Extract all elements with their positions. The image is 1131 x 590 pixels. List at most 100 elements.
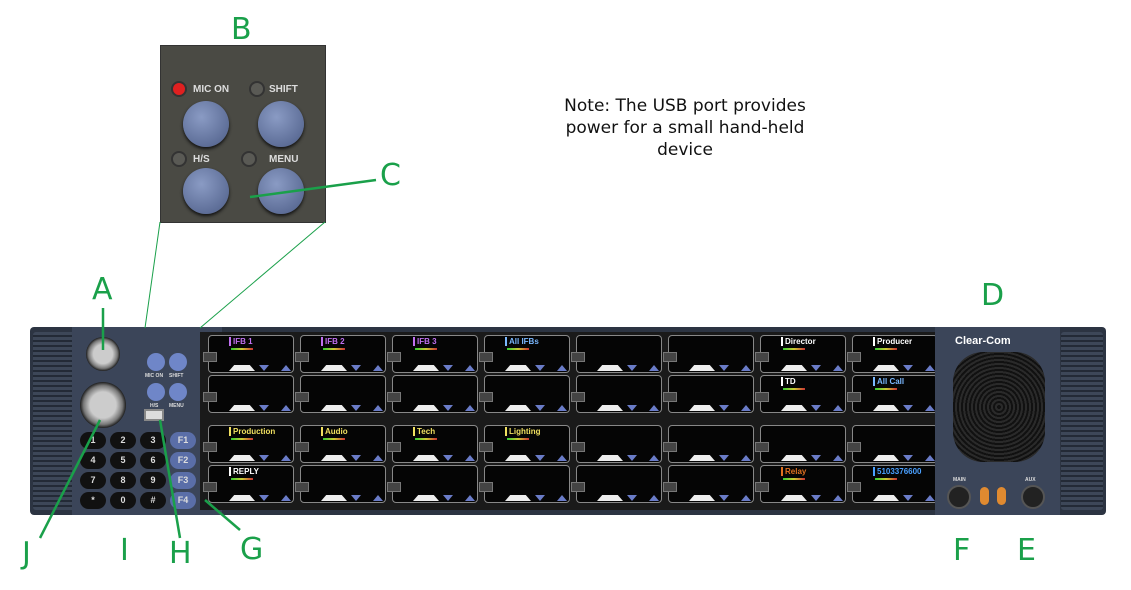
keypad-key[interactable]: F4 <box>170 492 196 509</box>
volume-down-icon <box>259 495 269 501</box>
keypad-key[interactable]: F3 <box>170 472 196 489</box>
key-lever[interactable] <box>203 352 217 362</box>
line-h <box>158 419 182 539</box>
key-lever[interactable] <box>571 392 585 402</box>
key-lever[interactable] <box>295 352 309 362</box>
talk-key[interactable] <box>663 425 754 463</box>
talk-key[interactable] <box>479 465 570 503</box>
talk-key[interactable] <box>387 375 478 413</box>
talk-key[interactable] <box>571 465 662 503</box>
key-lever[interactable] <box>571 482 585 492</box>
key-lever[interactable] <box>479 442 493 452</box>
key-lever[interactable] <box>663 482 677 492</box>
keypad-key[interactable]: 2 <box>110 432 136 449</box>
talk-key[interactable] <box>295 375 386 413</box>
key-lever[interactable] <box>387 442 401 452</box>
shift-button[interactable] <box>169 353 187 371</box>
talk-key[interactable] <box>663 335 754 373</box>
key-lever[interactable] <box>755 482 769 492</box>
key-lever[interactable] <box>663 392 677 402</box>
main-volume-knob[interactable] <box>947 485 971 509</box>
talk-indicator <box>873 365 899 371</box>
key-lever[interactable] <box>663 352 677 362</box>
talk-indicator <box>689 495 715 501</box>
talk-key[interactable]: Lighting <box>479 425 570 463</box>
hs-button[interactable] <box>147 383 165 401</box>
key-lever[interactable] <box>479 482 493 492</box>
keypad-key[interactable]: 4 <box>80 452 106 469</box>
keypad-key[interactable]: 0 <box>110 492 136 509</box>
inset-mic-on-label: MIC ON <box>193 84 230 95</box>
talk-key[interactable] <box>571 335 662 373</box>
key-lever[interactable] <box>203 442 217 452</box>
talk-key[interactable]: IFB 2 <box>295 335 386 373</box>
key-label: 5103376600 <box>873 467 922 476</box>
talk-key[interactable] <box>571 425 662 463</box>
aux-volume-knob[interactable] <box>1021 485 1045 509</box>
talk-key[interactable] <box>663 375 754 413</box>
talk-key[interactable]: Tech <box>387 425 478 463</box>
key-lever[interactable] <box>571 352 585 362</box>
talk-key[interactable] <box>755 425 846 463</box>
menu-button[interactable] <box>169 383 187 401</box>
keypad-key[interactable]: 7 <box>80 472 106 489</box>
talk-key[interactable] <box>479 375 570 413</box>
talk-key[interactable]: All IFBs <box>479 335 570 373</box>
talk-key[interactable]: IFB 3 <box>387 335 478 373</box>
key-lever[interactable] <box>847 352 861 362</box>
keypad-key[interactable]: F1 <box>170 432 196 449</box>
talk-indicator <box>873 405 899 411</box>
talk-key[interactable]: Audio <box>295 425 386 463</box>
key-lever[interactable] <box>295 392 309 402</box>
volume-up-icon <box>465 495 475 501</box>
key-lever[interactable] <box>203 482 217 492</box>
talk-key[interactable] <box>387 465 478 503</box>
key-lever[interactable] <box>755 392 769 402</box>
level-meter <box>231 478 253 480</box>
mic-on-button[interactable] <box>147 353 165 371</box>
key-lever[interactable] <box>387 482 401 492</box>
talk-key[interactable]: TD <box>755 375 846 413</box>
key-lever[interactable] <box>663 442 677 452</box>
talk-key[interactable]: Producer <box>847 335 938 373</box>
talk-indicator <box>229 455 255 461</box>
keypad-key[interactable]: F2 <box>170 452 196 469</box>
key-lever[interactable] <box>847 442 861 452</box>
volume-up-icon <box>373 405 383 411</box>
key-lever[interactable] <box>571 442 585 452</box>
key-lever[interactable] <box>847 482 861 492</box>
talk-key[interactable] <box>203 375 294 413</box>
talk-key[interactable]: Director <box>755 335 846 373</box>
key-lever[interactable] <box>479 392 493 402</box>
keypad-key[interactable]: 8 <box>110 472 136 489</box>
volume-up-icon <box>925 455 935 461</box>
key-lever[interactable] <box>847 392 861 402</box>
key-lever[interactable] <box>387 392 401 402</box>
talk-indicator <box>413 405 439 411</box>
key-lever[interactable] <box>479 352 493 362</box>
talk-key[interactable] <box>571 375 662 413</box>
talk-key[interactable] <box>663 465 754 503</box>
key-lever[interactable] <box>295 442 309 452</box>
keypad-key[interactable]: # <box>140 492 166 509</box>
key-lever[interactable] <box>755 442 769 452</box>
talk-key[interactable]: Production <box>203 425 294 463</box>
keypad-key[interactable]: 9 <box>140 472 166 489</box>
talk-key[interactable]: 5103376600 <box>847 465 938 503</box>
key-lever[interactable] <box>387 352 401 362</box>
keypad-key[interactable]: * <box>80 492 106 509</box>
keypad-key[interactable]: 5 <box>110 452 136 469</box>
talk-key[interactable] <box>295 465 386 503</box>
keypad-key[interactable]: 3 <box>140 432 166 449</box>
talk-key[interactable]: IFB 1 <box>203 335 294 373</box>
talk-key[interactable]: Relay <box>755 465 846 503</box>
usb-port[interactable] <box>144 409 164 421</box>
talk-key[interactable]: REPLY <box>203 465 294 503</box>
keypad-key[interactable]: 6 <box>140 452 166 469</box>
talk-indicator <box>413 455 439 461</box>
key-lever[interactable] <box>295 482 309 492</box>
key-lever[interactable] <box>203 392 217 402</box>
key-label: All Call <box>873 377 904 386</box>
key-lever[interactable] <box>755 352 769 362</box>
talk-key[interactable]: All Call <box>847 375 938 413</box>
